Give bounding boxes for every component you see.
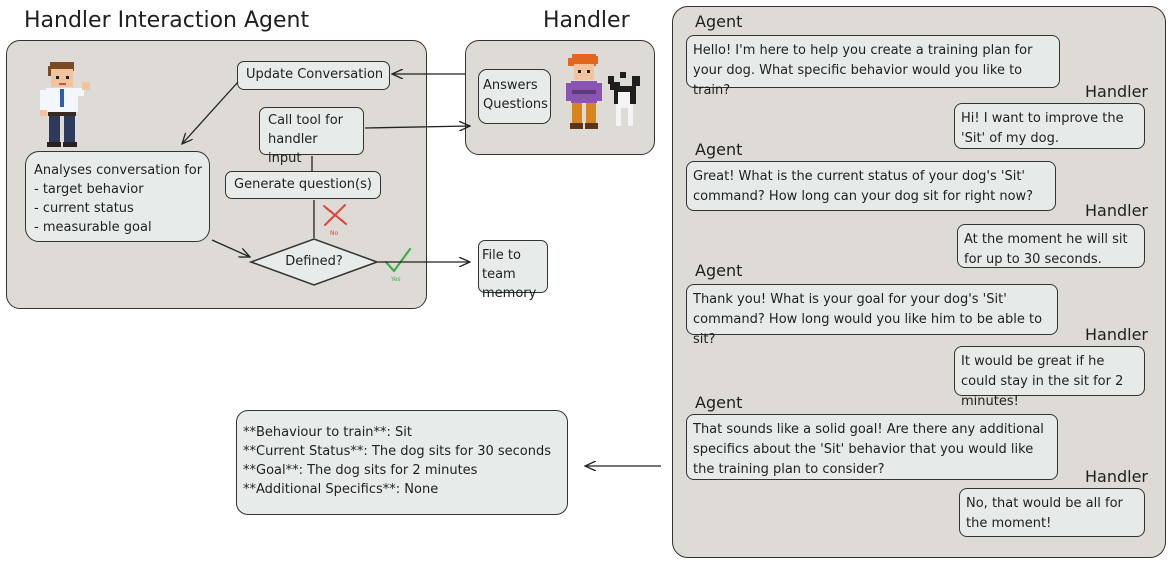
agent-section-title: Handler Interaction Agent [24, 8, 310, 33]
no-cross-icon [323, 204, 347, 226]
chat-bubble-handler: It would be great if he could stay in th… [954, 346, 1145, 409]
chat-bubble-agent: Great! What is the current status of you… [686, 161, 1056, 211]
decision-label: Defined? [285, 254, 343, 269]
chat-bubble-agent: That sounds like a solid goal! Are there… [686, 414, 1058, 480]
decision-diamond [249, 238, 379, 286]
summary-line-goal: **Goal**: The dog sits for 2 minutes [243, 463, 478, 478]
chat-speaker-handler: Handler [1085, 201, 1148, 220]
yes-check-icon [384, 247, 412, 273]
summary-line-specifics: **Additional Specifics**: None [243, 482, 439, 497]
analyses-item-goal: - measurable goal [34, 220, 152, 235]
analyses-item-target: - target behavior [34, 182, 144, 197]
chat-bubble-agent: Thank you! What is your goal for your do… [686, 284, 1058, 347]
chat-bubble-handler: No, that would be all for the moment! [959, 488, 1145, 537]
summary-line-status: **Current Status**: The dog sits for 30 … [243, 444, 552, 459]
analyses-item-status: - current status [34, 201, 134, 216]
handler-avatar-icon [566, 54, 640, 129]
analyses-node: Analyses conversation for - target behav… [25, 151, 210, 242]
handler-section-title: Handler [543, 8, 630, 33]
chat-speaker-agent: Agent [695, 12, 743, 31]
agent-avatar-icon [40, 62, 90, 147]
chat-speaker-agent: Agent [695, 140, 743, 159]
chat-speaker-agent: Agent [695, 261, 743, 280]
analyses-heading: Analyses conversation for [34, 163, 203, 178]
summary-line-behaviour: **Behaviour to train**: Sit [243, 425, 413, 440]
summary-box: **Behaviour to train**: Sit **Current St… [236, 410, 568, 515]
chat-speaker-handler: Handler [1085, 325, 1148, 344]
call-tool-node: Call tool for handler input [259, 107, 364, 166]
yes-label: Yes [391, 276, 401, 283]
chat-bubble-handler: At the moment he will sit for up to 30 s… [957, 224, 1145, 268]
chat-speaker-agent: Agent [695, 393, 743, 412]
chat-bubble-agent: Hello! I'm here to help you create a tra… [686, 35, 1060, 98]
file-memory-node: File to team memory [478, 240, 548, 301]
no-label: No [330, 230, 339, 237]
chat-bubble-handler: Hi! I want to improve the 'Sit' of my do… [954, 103, 1145, 149]
generate-questions-node: Generate question(s) [225, 171, 381, 199]
chat-speaker-handler: Handler [1085, 467, 1148, 486]
answers-questions-node: Answers Questions [478, 69, 551, 124]
chat-speaker-handler: Handler [1085, 82, 1148, 101]
update-conversation-node: Update Conversation [237, 61, 390, 90]
